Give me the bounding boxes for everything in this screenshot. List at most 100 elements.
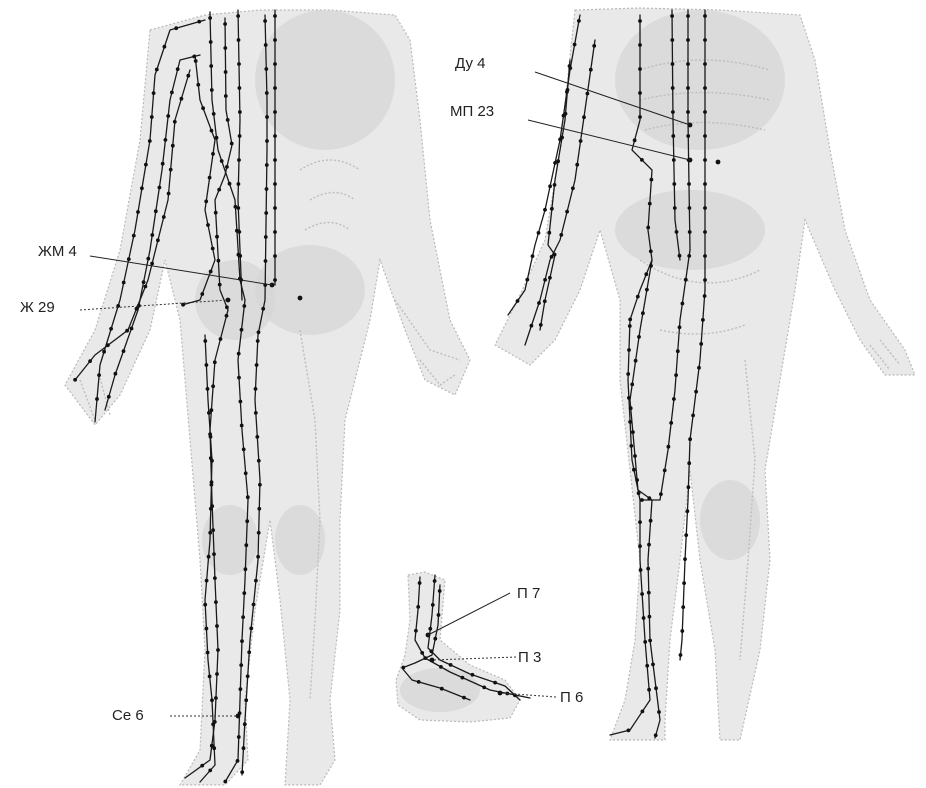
acupoint-dot [674, 373, 678, 377]
acupoint-dot [431, 603, 435, 607]
acupoint-dot [236, 759, 240, 763]
acupoint-dot [565, 210, 569, 214]
acupoint-dot [637, 491, 641, 495]
acupoint-dot [654, 733, 658, 737]
acupoint-dot [136, 210, 140, 214]
acupoint-dot [638, 91, 642, 95]
acupoint-dot [156, 238, 160, 242]
acupoint-dot [671, 134, 675, 138]
acupoint-dot [107, 395, 111, 399]
acupoint-dot [627, 396, 631, 400]
acupoint-dot [632, 468, 636, 472]
acupoint-dot [654, 686, 658, 690]
acupoint-dot [192, 55, 196, 59]
acupoint-dot [209, 40, 213, 44]
acupoint-dot [516, 299, 520, 303]
acupoint-dot [645, 288, 649, 292]
acupoint-dot [420, 651, 424, 655]
acupoint-dot [255, 363, 259, 367]
acupoint-dot [683, 557, 687, 561]
acupoint-dot [686, 14, 690, 18]
acupoint-dot [212, 746, 216, 750]
marked-acupoint [298, 296, 303, 301]
acupoint-dot [582, 115, 586, 119]
acupoint-dot [209, 64, 213, 68]
acupoint-dot [244, 471, 248, 475]
acupoint-dot [548, 276, 552, 280]
acupoint-dot [701, 318, 705, 322]
acupoint-dot [686, 62, 690, 66]
acupoint-dot [247, 650, 251, 654]
acupoint-dot [226, 118, 230, 122]
acupoint-dot [547, 231, 551, 235]
acupoint-dot [648, 639, 652, 643]
acupoint-dot [203, 603, 207, 607]
acupoint-dot [418, 581, 422, 585]
acupoint-dot [239, 663, 243, 667]
acupoint-dot [205, 579, 209, 583]
acupoint-dot [575, 163, 579, 167]
acupoint-dot [628, 324, 632, 328]
acupoint-dot [245, 519, 249, 523]
acupoint-dot [209, 270, 213, 274]
acupoint-dot [223, 22, 227, 26]
acupoint-dot [638, 67, 642, 71]
acupoint-dot [648, 202, 652, 206]
acupoint-dot [225, 305, 229, 309]
acupoint-dot [264, 67, 268, 71]
acupoint-dot [173, 120, 177, 124]
acupoint-dot [640, 158, 644, 162]
acupoint-dot [208, 675, 212, 679]
acupoint-dot [686, 38, 690, 42]
acupoint-dot [88, 359, 92, 363]
acupoint-dot [144, 163, 148, 167]
acupoint-dot [263, 19, 267, 23]
acupoint-dot [273, 38, 277, 42]
acupoint-dot [132, 234, 136, 238]
acupoint-dot [209, 435, 213, 439]
acupoint-dot [679, 653, 683, 657]
acupoint-dot [234, 205, 238, 209]
acupoint-dot [566, 88, 570, 92]
acupoint-dot [440, 687, 444, 691]
acupoint-dot [237, 182, 241, 186]
acupoint-dot [241, 615, 245, 619]
acupoint-dot [171, 144, 175, 148]
acupoint-dot [423, 656, 427, 660]
acupoint-dot [257, 330, 261, 334]
acupoint-dot [220, 159, 224, 163]
acupoint-dot [242, 304, 246, 308]
acupoint-dot [257, 531, 261, 535]
acupoint-dot [433, 579, 437, 583]
acupoint-dot [647, 543, 651, 547]
acupoint-dot [130, 327, 134, 331]
acupoint-dot [678, 254, 682, 258]
acupoint-dot [164, 138, 168, 142]
acupoint-dot [148, 139, 152, 143]
acupoint-dot [640, 592, 644, 596]
acupoint-dot [207, 411, 211, 415]
acupoint-dot [254, 411, 258, 415]
acupoint-dot [670, 14, 674, 18]
acupoint-dot [201, 106, 205, 110]
acupoint-dot [215, 672, 219, 676]
acupoint-dot [686, 134, 690, 138]
acupoint-dot [176, 67, 180, 71]
acupoint-dot [218, 283, 222, 287]
acupoint-dot [703, 294, 707, 298]
acupoint-dot [204, 200, 208, 204]
acupoint-dot [577, 19, 581, 23]
acupoint-dot [200, 764, 204, 768]
acupoint-dot [672, 397, 676, 401]
acupoint-dot [669, 421, 673, 425]
acupoint-dot [703, 254, 707, 258]
acupoint-dot [210, 698, 214, 702]
acupoint-dot [530, 324, 534, 328]
acupoint-dot [237, 62, 241, 66]
acupoint-dot [210, 129, 214, 133]
acupoint-dot [633, 138, 637, 142]
acupoint-dot [210, 483, 214, 487]
acupoint-dot [640, 498, 644, 502]
acupoint-dot [659, 492, 663, 496]
acupoint-dot [273, 278, 277, 282]
